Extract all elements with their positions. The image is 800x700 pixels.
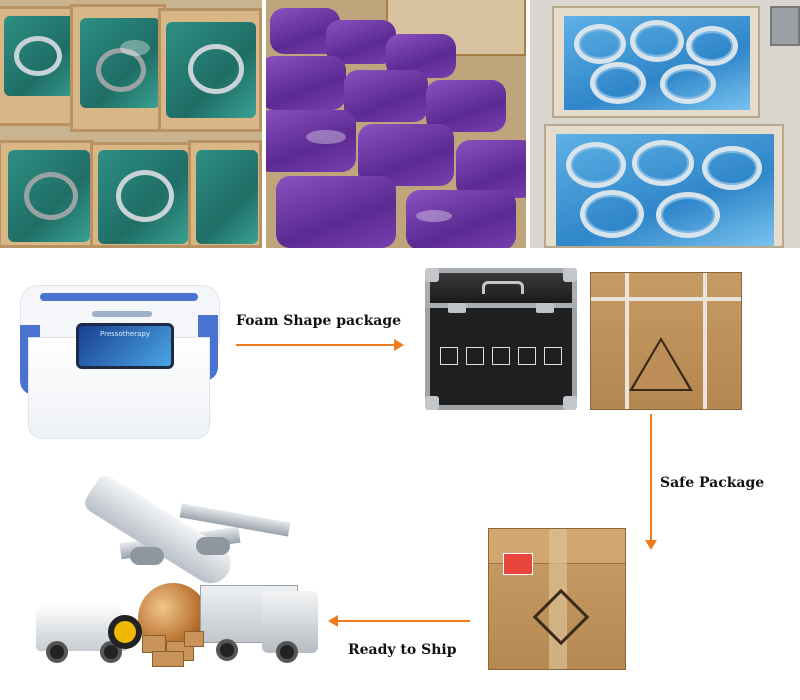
sealed-carton-image <box>488 528 626 670</box>
shipping-logistics-image <box>30 465 330 670</box>
arrow-line-step1 <box>236 344 396 346</box>
ready-to-ship-label: Ready to Ship <box>348 642 457 658</box>
purple-bags-in-boxes-photo <box>266 0 526 248</box>
device-screen: Pressotherapy <box>76 323 174 369</box>
green-wrapped-crates-photo <box>0 0 262 248</box>
device-screen-text: Pressotherapy <box>100 330 150 338</box>
arrow-down-icon <box>645 540 657 550</box>
foam-shape-package-label: Foam Shape package <box>236 313 402 329</box>
strapped-carton-image <box>590 272 742 410</box>
arrow-left-icon <box>328 615 338 627</box>
safe-package-label: Safe Package <box>660 475 765 491</box>
pressotherapy-device-image: Pressotherapy <box>20 285 220 445</box>
flight-case-image <box>425 268 577 410</box>
arrow-line-step3 <box>336 620 470 622</box>
blue-wrapped-crates-photo <box>530 0 800 248</box>
arrow-line-step2 <box>650 414 652 542</box>
arrow-right-icon <box>394 339 404 351</box>
